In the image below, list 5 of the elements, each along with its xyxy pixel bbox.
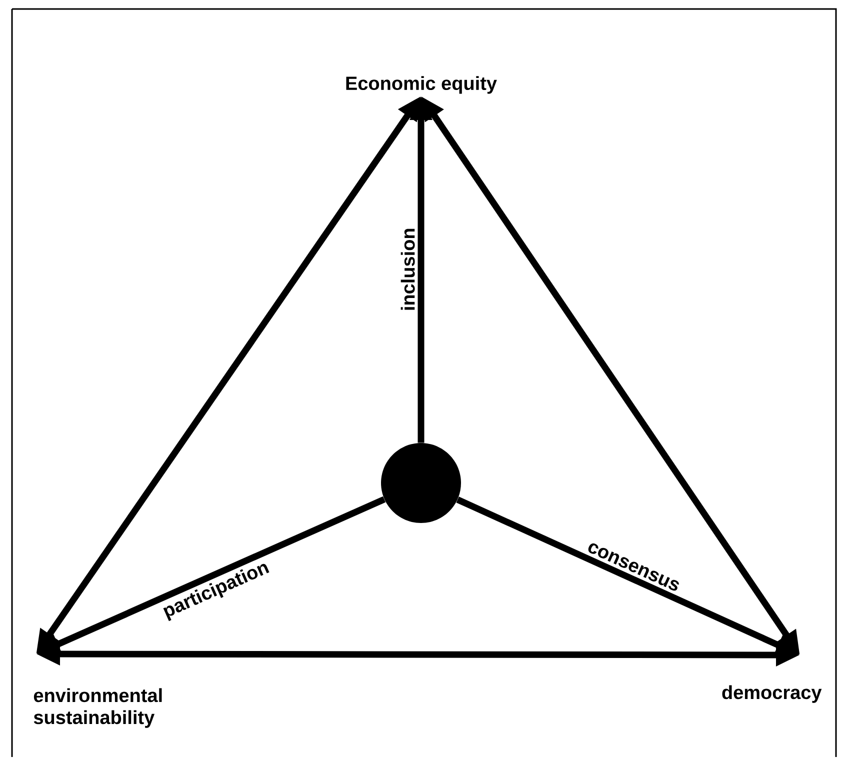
- vertex-label: environmental sustainability: [34, 688, 162, 728]
- edge-label: inclusion: [400, 228, 415, 310]
- vertex-label: Economic equity: [346, 76, 497, 94]
- hub-circle: [381, 443, 461, 523]
- vertex-label: democracy: [722, 685, 822, 703]
